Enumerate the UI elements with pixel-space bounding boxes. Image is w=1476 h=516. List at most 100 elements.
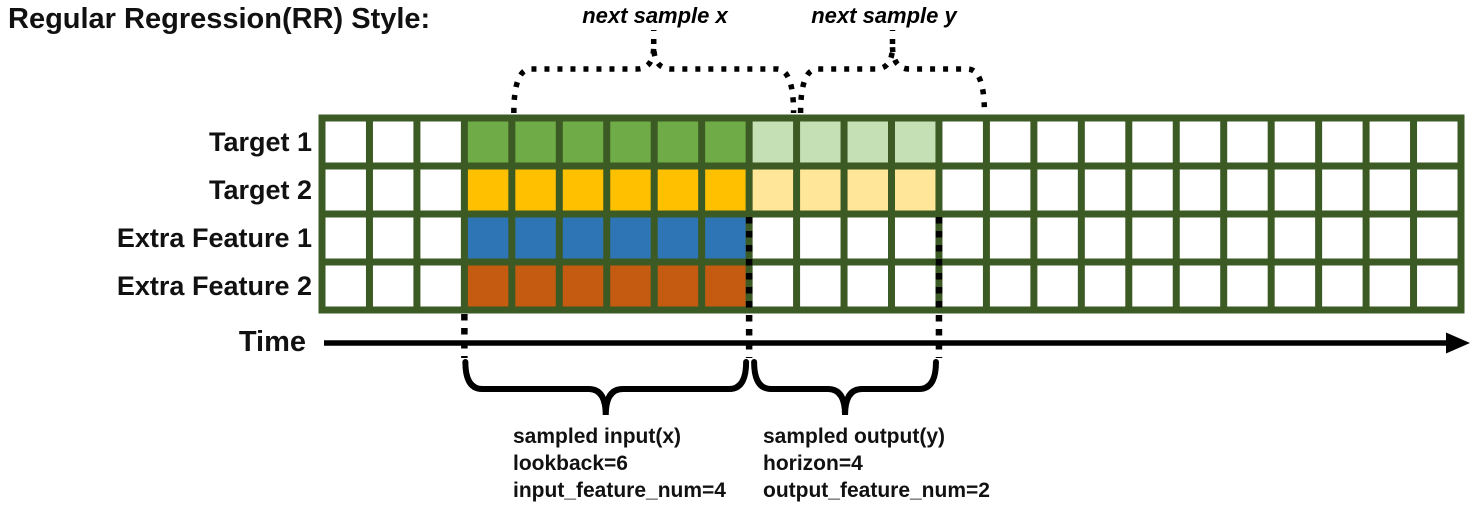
grid-cell [1084,121,1126,163]
grid-cell [515,121,556,163]
grid-cell [325,217,366,259]
grid-cell [1132,169,1173,211]
grid-cell [657,217,699,259]
output-feature-num: output_feature_num=2 [763,479,990,502]
grid-cell [372,169,414,211]
grid-cell [705,265,746,307]
grid-cell [1417,169,1458,211]
grid-cell [705,121,746,163]
grid-cell [562,169,604,211]
grid-cell [657,265,699,307]
grid-cell [1322,169,1363,211]
grid-cell [895,121,936,163]
grid-cell [752,265,794,307]
grid-cell [467,265,509,307]
grid-cell [1179,265,1221,307]
grid-cell [800,121,841,163]
row-label-extra-feature-2: Extra Feature 2 [116,271,312,301]
grid-cell [467,169,509,211]
grid-cell [895,265,936,307]
row-label-target-1: Target 1 [208,127,312,157]
annotation-next-sample-x: next sample x [582,3,728,28]
time-arrow-head [1446,332,1470,354]
grid-cell [610,217,651,259]
input-annotation: sampled input(x) lookback=6 input_featur… [513,423,726,504]
output-annotation-title: sampled output(y) [763,425,945,448]
grid-cell [989,265,1031,307]
grid-cell [1084,265,1126,307]
grid-cell [847,169,888,211]
grid-cell [657,121,699,163]
grid-cell [610,265,651,307]
grid-cell [942,169,983,211]
grid-cell [895,217,936,259]
grid-cell [942,265,983,307]
grid-cell [372,265,414,307]
grid-cell [372,217,414,259]
grid-cell [1179,169,1221,211]
grid-frame [318,114,1465,314]
grid-cell [1084,217,1126,259]
grid-cell [1274,265,1316,307]
grid-cell [1227,217,1268,259]
grid-cell [1369,265,1411,307]
page-title: Regular Regression(RR) Style: [8,3,431,35]
grid-cell [752,169,794,211]
grid-cell [1227,121,1268,163]
next-sample-braces [511,30,988,114]
grid-cell [800,169,841,211]
grid-cell [1037,121,1078,163]
grid-cell [515,265,556,307]
window-boundary-dotted-lines [461,217,943,358]
time-arrow [324,332,1470,354]
grid-cell [562,217,604,259]
grid-cell [1417,121,1458,163]
grid-cell [1322,265,1363,307]
grid-cell [1227,265,1268,307]
grid-cell [325,169,366,211]
row-label-extra-feature-1: Extra Feature 1 [116,223,312,253]
grid-cell [372,121,414,163]
time-axis-label: Time [238,326,306,358]
grid-cell [515,217,556,259]
grid-cell [847,121,888,163]
grid-cell [1274,169,1316,211]
grid-cell [467,217,509,259]
grid-cell [942,217,983,259]
grid-cell [420,265,461,307]
grid-cell [1274,217,1316,259]
grid-cell [800,265,841,307]
grid-cell [420,217,461,259]
grid-cell [705,169,746,211]
input-lookback-value: lookback=6 [513,452,628,475]
grid-cell [752,121,794,163]
grid-cell [1417,217,1458,259]
grid-cell [1132,265,1173,307]
grid-cell [515,169,556,211]
grid-cell [942,121,983,163]
grid-cell [1037,169,1078,211]
annotation-next-sample-y: next sample y [811,3,957,28]
grid-cell [800,217,841,259]
grid-cell [467,121,509,163]
grid-cell [420,121,461,163]
input-feature-num: input_feature_num=4 [513,479,726,502]
sampled-output-brace [751,359,939,416]
grid-cell [1369,217,1411,259]
grid-cell [420,169,461,211]
grid-cell [562,265,604,307]
grid-cell [1322,121,1363,163]
next-sample-y-brace [797,45,988,114]
output-horizon-value: horizon=4 [763,452,863,475]
grid-cell [847,265,888,307]
grid-cell [1417,265,1458,307]
grid-cell [1369,169,1411,211]
output-annotation: sampled output(y) horizon=4 output_featu… [763,423,990,504]
grid-cell [1037,265,1078,307]
grid-cell [847,217,888,259]
grid-cell [752,217,794,259]
grid-cell [325,121,366,163]
row-label-target-2: Target 2 [208,175,312,205]
grid-cell [610,121,651,163]
